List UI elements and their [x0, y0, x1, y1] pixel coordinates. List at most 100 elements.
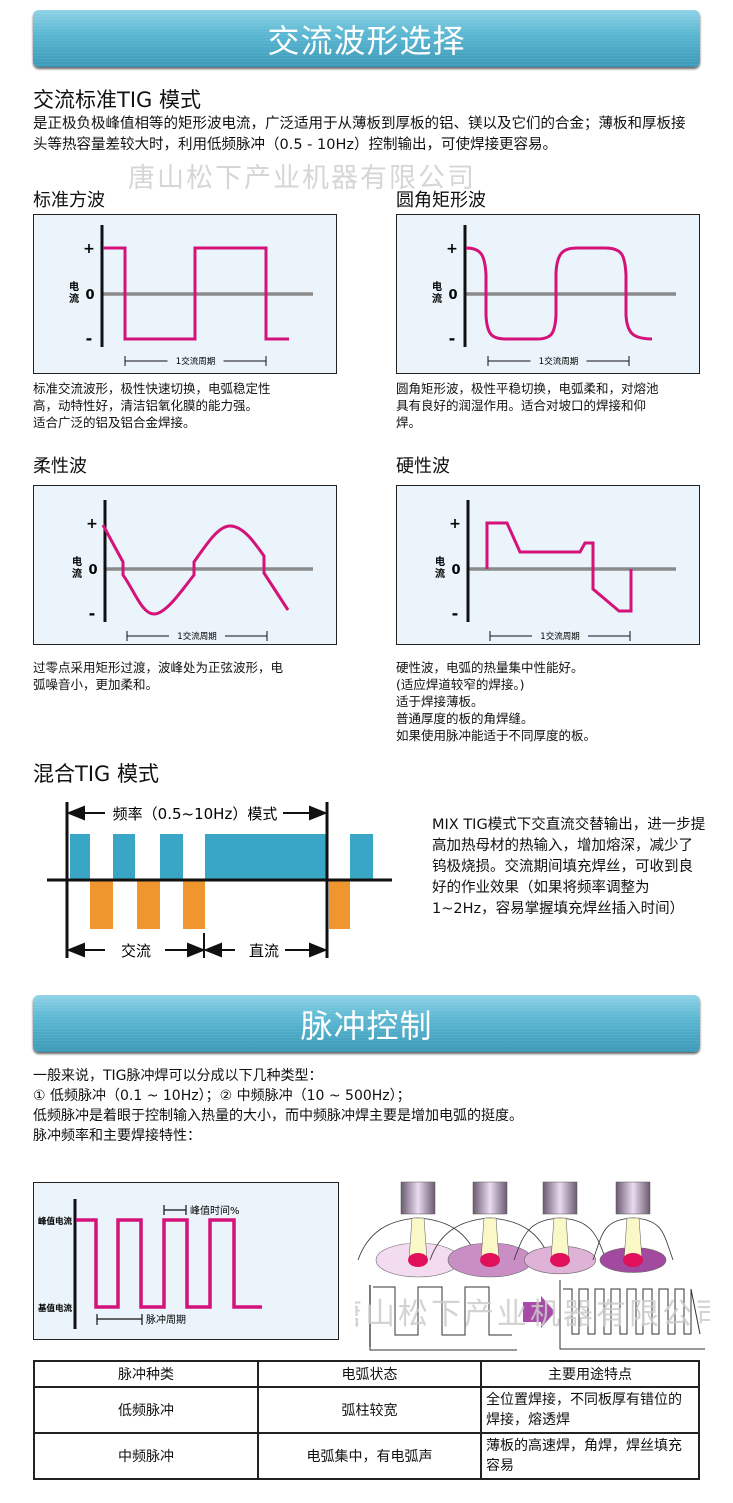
heading-mix-tig: 混合TIG 模式	[33, 762, 159, 786]
pulse-type-table: 脉冲种类 电弧状态 主要用途特点 低频脉冲 弧柱较宽 全位置焊接，不同板厚有错位…	[33, 1360, 700, 1480]
caption-line: 普通厚度的板的角焊缝。	[396, 711, 534, 726]
caption-line: 过零点采用矩形过渡，波峰处为正弦波形，电	[33, 660, 284, 675]
watermark: 唐山松下产业机器有限公司	[355, 1297, 710, 1332]
caption-line: 如果使用脉冲能适于不同厚度的板。	[396, 728, 597, 743]
caption-line: 焊。	[396, 415, 422, 430]
caption-line: 具有良好的润湿作用。适合对坡口的焊接和仰	[396, 398, 647, 413]
axis-label: 电	[69, 280, 79, 293]
mix-tig-diagram: 频率（0.5~10Hz）模式 交流 直流	[47, 802, 392, 960]
period-label: 1交流周期	[539, 356, 578, 367]
mix-ac-label: 交流	[121, 942, 151, 960]
caption-line: 圆角矩形波，极性平稳切换，电弧柔和，对熔池	[396, 381, 659, 396]
wave-panel-rounded: +0 - 电流 1交流周期	[396, 214, 700, 374]
plus-label: +	[83, 241, 95, 257]
negative-pulse-bar	[329, 880, 350, 929]
torch-icon	[357, 1181, 479, 1278]
negative-pulse-bar	[90, 880, 113, 929]
minus-label: -	[449, 329, 456, 348]
table-cell: 低频脉冲	[33, 1386, 259, 1434]
axis-label: 电	[432, 280, 442, 293]
intro-paragraph: 是正极负极峰值相等的矩形波电流，广泛适用于从薄板到厚板的铝、镁以及它们的合金；薄…	[33, 116, 686, 153]
zero-label: 0	[451, 563, 460, 578]
pulse-intro-line: 一般来说，TIG脉冲焊可以分成以下几种类型：	[33, 1068, 323, 1084]
mix-description: MIX TIG模式下交直流交替输出，进一步提高加热母材的热输入，增加熔深，减少了…	[432, 817, 706, 917]
period-label: 1交流周期	[176, 356, 215, 367]
caption-line: 标准交流波形，极性快速切换，电弧稳定性	[33, 381, 271, 396]
zero-label: 0	[88, 563, 97, 578]
wave-panel-soft: +0 - 电流 1交流周期	[33, 485, 337, 645]
negative-pulse-bar	[137, 880, 160, 929]
positive-pulse-bar	[70, 834, 90, 880]
wave-title-soft: 柔性波	[33, 456, 87, 477]
table-cell: 中频脉冲	[33, 1432, 259, 1480]
zero-label: 0	[448, 288, 457, 303]
pulse-intro: 一般来说，TIG脉冲焊可以分成以下几种类型： ① 低频脉冲（0.1 ~ 10Hz…	[33, 1066, 523, 1146]
table-cell: 全位置焊接，不同板厚有错位的焊接，熔透焊	[480, 1386, 700, 1434]
caption-soft: 过零点采用矩形过渡，波峰处为正弦波形，电 弧噪音小，更加柔和。	[33, 659, 283, 693]
waveform-line	[103, 246, 289, 341]
caption-hard: 硬性波，电弧的热量集中性能好。 (适应焊道较窄的焊接。) 适于焊接薄板。 普通厚…	[396, 659, 596, 744]
heading-ac-standard-tig: 交流标准TIG 模式	[33, 88, 201, 112]
arrow-icon	[523, 1296, 555, 1328]
table-header: 脉冲种类	[33, 1360, 259, 1388]
table-header: 主要用途特点	[480, 1360, 700, 1388]
base-current-label: 基值电流	[37, 1303, 73, 1314]
torch-icon	[429, 1181, 551, 1278]
axis-label: 流	[72, 567, 82, 580]
banner-pulse-control: 脉冲控制	[33, 995, 700, 1052]
wave-title-standard: 标准方波	[33, 190, 105, 211]
minus-label: -	[452, 604, 459, 623]
plus-label: +	[446, 241, 458, 257]
table-row: 中频脉冲 电弧集中，有电弧声 薄板的高速焊，角焊，焊丝填充容易	[33, 1432, 700, 1480]
watermark: 唐山松下产业机器有限公司	[128, 163, 476, 194]
axis-label: 流	[432, 292, 442, 305]
positive-pulse-bar	[113, 834, 135, 880]
table-header: 电弧状态	[257, 1360, 482, 1388]
caption-rounded: 圆角矩形波，极性平稳切换，电弧柔和，对熔池 具有良好的润湿作用。适合对坡口的焊接…	[396, 380, 659, 431]
pulse-intro-line: 低频脉冲是着眼于控制输入热量的大小，而中频脉冲焊主要是增加电弧的挺度。	[33, 1108, 523, 1124]
plus-label: +	[86, 516, 98, 532]
waveform-line	[485, 521, 633, 613]
axis-label: 电	[72, 555, 82, 568]
table-row: 低频脉冲 弧柱较宽 全位置焊接，不同板厚有错位的焊接，熔透焊	[33, 1386, 700, 1434]
peak-time-label: 峰值时间%	[190, 1204, 240, 1217]
minus-label: -	[89, 604, 96, 623]
caption-line: 适于焊接薄板。	[396, 694, 484, 709]
plus-label: +	[449, 516, 461, 532]
pulse-period-label: 脉冲周期	[146, 1313, 186, 1326]
waveform-line	[465, 246, 653, 341]
wave-panel-standard: +0 - 电流 1交流周期	[33, 214, 337, 374]
positive-pulse-bar	[205, 834, 327, 880]
caption-line: 适合广泛的铝及铝合金焊接。	[33, 415, 196, 430]
period-label: 1交流周期	[540, 631, 579, 642]
zero-label: 0	[85, 288, 94, 303]
pulse-waveform-panel: 峰值电流 基值电流 峰值时间% 脉冲周期	[33, 1182, 339, 1340]
caption-line: 高，动特性好，清洁铝氧化膜的能力强。	[33, 398, 259, 413]
pulse-intro-line: 脉冲频率和主要焊接特性：	[33, 1128, 201, 1144]
caption-line: (适应焊道较窄的焊接。)	[396, 677, 525, 692]
arc-illustration: 唐山松下产业机器有限公司	[355, 1181, 710, 1351]
caption-line: 硬性波，电弧的热量集中性能好。	[396, 660, 584, 675]
positive-pulse-bar	[350, 834, 373, 880]
waveform-line	[101, 524, 290, 616]
table-header-row: 脉冲种类 电弧状态 主要用途特点	[33, 1360, 700, 1388]
table-cell: 弧柱较宽	[257, 1386, 482, 1434]
minus-label: -	[86, 329, 93, 348]
axis-label: 流	[69, 292, 79, 305]
torch-icon	[592, 1181, 674, 1273]
axis-label: 流	[435, 567, 445, 580]
pulse-wave	[76, 1218, 262, 1309]
period-label: 1交流周期	[177, 631, 216, 642]
banner-ac-waveform: 交流波形选择	[33, 10, 700, 67]
torch-icon	[513, 1181, 607, 1275]
table-cell: 薄板的高速焊，角焊，焊丝填充容易	[480, 1432, 700, 1480]
pulse-intro-line: ① 低频脉冲（0.1 ~ 10Hz）；② 中频脉冲（10 ~ 500Hz）；	[33, 1088, 411, 1104]
table-cell: 电弧集中，有电弧声	[257, 1432, 482, 1480]
wave-title-hard: 硬性波	[396, 456, 450, 477]
caption-line: 弧噪音小，更加柔和。	[33, 677, 159, 692]
mix-frequency-label: 频率（0.5~10Hz）模式	[113, 805, 278, 823]
positive-pulse-bar	[160, 834, 183, 880]
peak-current-label: 峰值电流	[38, 1216, 73, 1227]
wave-title-rounded: 圆角矩形波	[396, 190, 486, 211]
